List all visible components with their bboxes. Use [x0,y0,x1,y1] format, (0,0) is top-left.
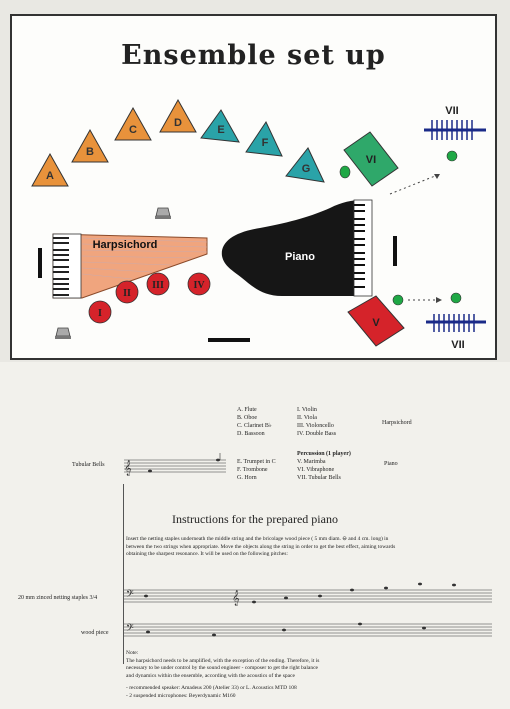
legend-item: C. Clarinet B♭ [237,423,272,429]
staples-staff: 𝄢 𝄞 [124,582,492,606]
wind-instrument-f: F [245,120,283,157]
piano-label: Piano [285,251,315,263]
string-label-i: I [98,308,102,319]
instructions-title: Instructions for the prepared piano [172,512,338,526]
instructions-line: Insert the netting staples underneath th… [126,536,389,542]
legend-item: E. Trumpet in C [237,459,276,465]
staples-label: 20 mm zinced netting staples 3/4 [18,595,98,601]
legend-item: I. Violin [297,407,317,413]
legend-col1b: E. Trumpet in C F. Trombone G. Horn [237,458,276,482]
wind-instrument-c: C [114,106,152,141]
legend-col1: A. Flute B. Oboe C. Clarinet B♭ D. Basso… [237,406,272,438]
legend-item: VII. Tubular Bells [297,475,341,481]
bells-label-lower: VII [451,339,464,351]
legend-item: D. Bassoon [237,431,265,437]
svg-text:𝄢: 𝄢 [126,622,134,636]
note-line: necessary to be under control by the sou… [126,665,318,671]
wind-instrument-d: D [159,98,197,133]
wind-label-g: G [302,163,311,175]
legend-item: VI. Vibraphone [297,467,335,473]
right-bar [393,236,397,266]
vibraphone-vi: VI [339,131,399,187]
string-label-ii: II [123,288,131,299]
note-heading: Note: [126,650,139,656]
legend-col2: I. Violin II. Viola III. Violoncello IV.… [297,406,336,438]
stage-layout: A B C D E F G VI [31,98,486,351]
bells-label-upper: VII [445,105,458,117]
legend-item: A. Flute [237,407,257,413]
instructions-line: between the two strings when appropriate… [126,543,396,550]
perc-label-vi: VI [366,154,376,166]
legend-item: III. Violoncello [297,423,334,429]
string-label-iii: III [152,280,164,291]
tubular-bells-label: Tubular Bells [72,462,105,468]
legend-item: V. Marimba [297,459,326,465]
note-line: and dynamics within the ensemble, accord… [126,672,295,679]
tubular-bells-upper: VII [389,105,486,195]
note-line: The harpsichord needs to be amplified, w… [126,657,320,664]
legend-item: II. Viola [297,415,317,421]
wind-instrument-g: G [285,147,325,183]
note-bullet: - 2 suspended microphones: Beyerdynamic … [126,692,236,699]
wood-piece-label: wood piece [81,630,109,636]
system-barline [123,484,124,664]
setup-diagram-board: Ensemble set up A B C D E F G [10,14,497,360]
note-bullet: - recommended speaker: Amadeus 200 (Atel… [126,685,297,691]
legend-harpsichord: Harpsichord [382,420,412,426]
wind-label-d: D [174,117,182,129]
bottom-bar [208,338,250,342]
instructions-text: Insert the netting staples underneath th… [126,536,486,559]
speaker-icon-bottom [55,327,71,339]
legend-piano: Piano [384,461,398,467]
string-instrument-iii: III [146,272,170,296]
piano-instrument: Piano [221,199,373,297]
svg-text:𝄢: 𝄢 [126,588,134,602]
string-instrument-i: I [88,300,112,324]
wind-label-b: B [86,146,94,158]
wood-piece-staff: 𝄢 [124,622,492,637]
legend-col2b: V. Marimba VI. Vibraphone VII. Tubular B… [297,458,341,482]
page-title: Ensemble set up [121,40,386,71]
wind-label-a: A [46,170,54,182]
harpsichord-label: Harpsichord [93,239,158,251]
string-instrument-ii: II [115,280,139,304]
harpsichord-instrument: Harpsichord [52,233,208,299]
instructions-line: obtaining the sharpest resonance. It wil… [126,551,288,557]
perc-label-v: V [372,317,380,329]
legend-item: G. Horn [237,475,257,481]
wind-instrument-b: B [71,128,109,163]
marimba-v: V [347,292,462,347]
wind-label-e: E [217,124,224,136]
wind-label-c: C [129,124,137,136]
svg-text:𝄞: 𝄞 [124,461,132,476]
legend-item: F. Trombone [237,467,268,473]
legend-item: B. Oboe [237,415,257,421]
wind-instrument-a: A [31,152,69,187]
string-instrument-iv: IV [187,272,211,296]
legend-percussion-heading: Percussion (1 player) [297,451,351,457]
tubular-bells-lower: VII [426,314,486,351]
left-bar [38,248,42,278]
note-block: Note: The harpsichord needs to be amplif… [126,650,486,700]
string-label-iv: IV [193,280,205,291]
svg-text:𝄞: 𝄞 [232,591,240,606]
speaker-icon [155,207,171,219]
score-page [0,362,510,709]
tubular-bells-staff: 𝄞 [124,453,226,476]
wind-label-f: F [262,137,269,149]
wind-instrument-e: E [200,109,240,143]
legend-item: IV. Double Bass [297,431,337,437]
